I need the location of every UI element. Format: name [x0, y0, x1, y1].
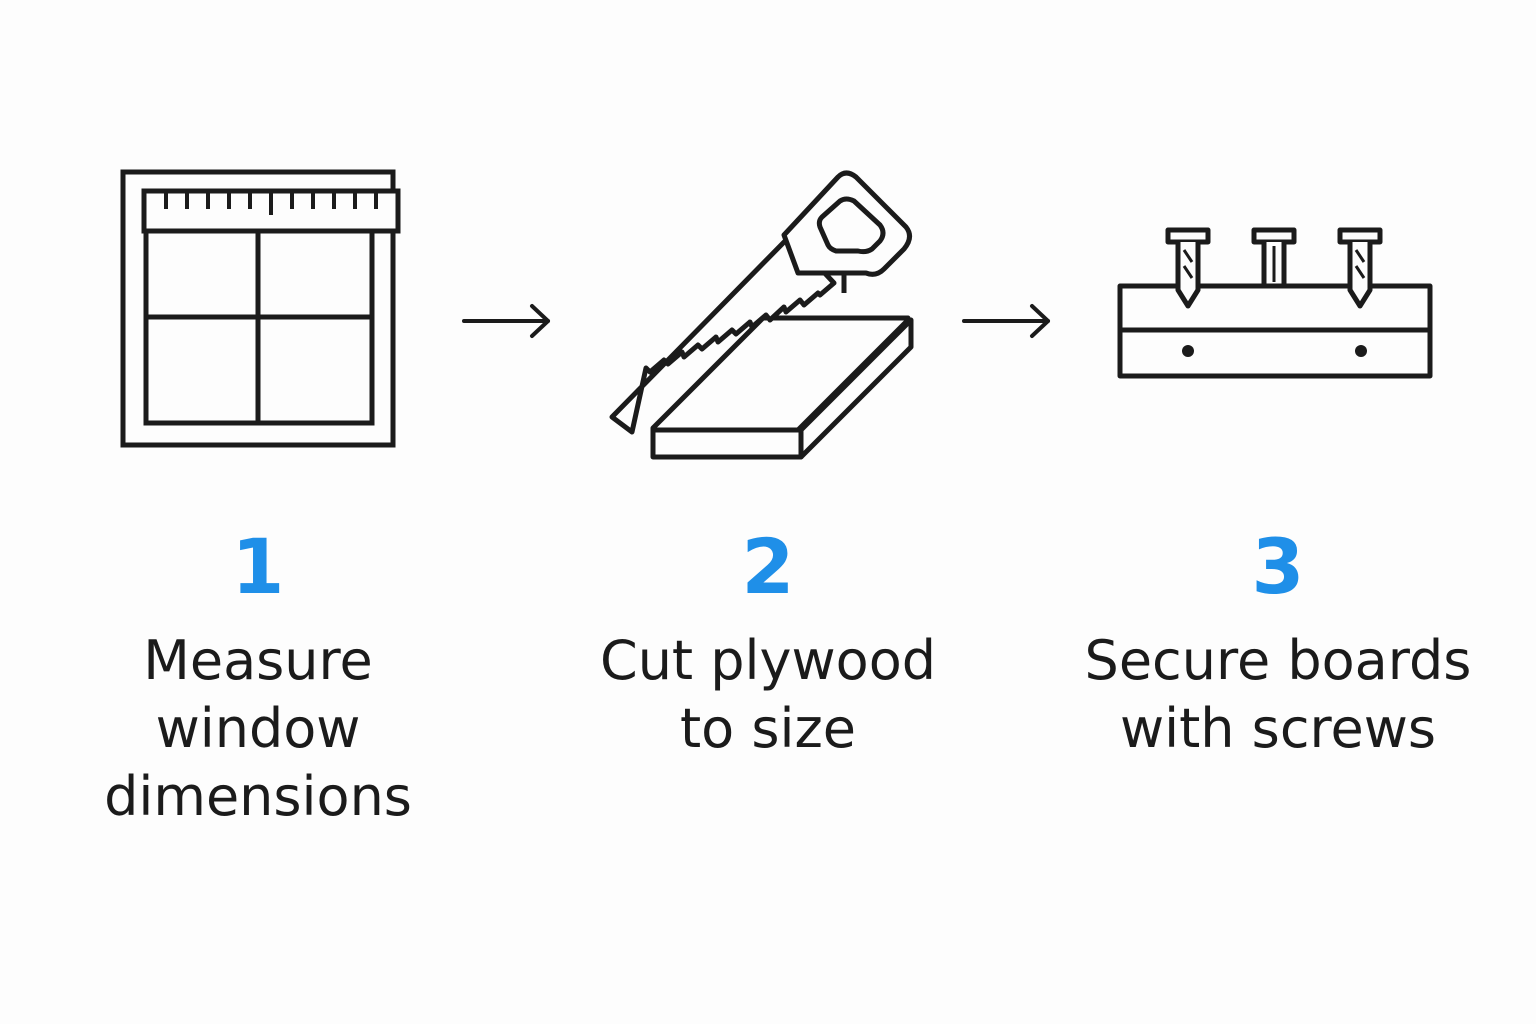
arrow-right-icon	[462, 304, 550, 338]
step-1: 1 Measure window dimensions	[48, 0, 468, 1024]
step-number: 2	[741, 522, 795, 611]
step-2: 2 Cut plywood to size	[558, 0, 978, 1024]
step-number: 1	[231, 522, 285, 611]
arrow-right-icon	[962, 304, 1050, 338]
step-label: Secure boards with screws	[1084, 629, 1472, 760]
step-label: Measure window dimensions	[104, 629, 412, 828]
step-3: 3 Secure boards with screws	[1068, 0, 1488, 1024]
step-label: Cut plywood to size	[599, 629, 937, 760]
step-number: 3	[1251, 522, 1305, 611]
window-with-ruler-icon	[120, 169, 401, 448]
saw-cutting-board-icon	[609, 170, 914, 460]
screws-in-board-icon	[1117, 227, 1433, 379]
